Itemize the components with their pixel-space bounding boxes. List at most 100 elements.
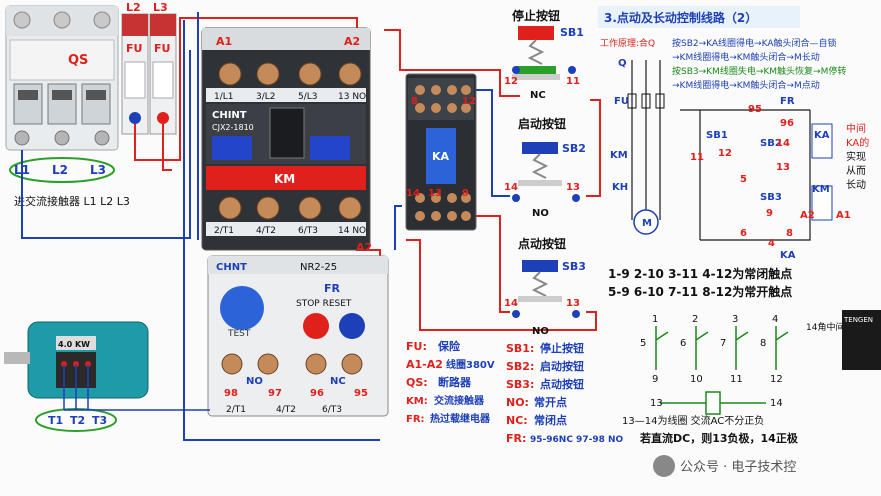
- schematic-14: 14: [776, 138, 790, 149]
- stop-button-sb1[interactable]: 停止按钮 SB1 12 11 NC: [504, 8, 584, 101]
- start-button-name: SB2: [562, 142, 586, 155]
- overload-test: TEST: [227, 329, 251, 339]
- overload-contact-95: 95: [354, 388, 368, 399]
- overload-name: FR: [324, 282, 341, 295]
- relay-pin-8: 8: [411, 96, 418, 107]
- schematic-note-3: 从而: [846, 165, 866, 177]
- contactor-top-2: 3/L2: [256, 92, 276, 102]
- footer-text: 公众号 · 电子技术控: [680, 460, 796, 475]
- legend2-val-5: 95-96NC 97-98 NO: [530, 435, 624, 445]
- jog-button-right: 13: [566, 298, 580, 309]
- relay-top-4: 4: [772, 314, 778, 325]
- fuse-holders: L2 L3 FU FU: [121, 1, 177, 135]
- stop-button-state: NC: [530, 90, 546, 101]
- schematic-a2: A2: [800, 210, 815, 221]
- overload-contact-98: 98: [224, 388, 238, 399]
- legend-key-2: QS:: [406, 376, 428, 389]
- schematic-line-2: 按SB3→KM线圈失电→KM触头恢复→M停转: [672, 65, 846, 77]
- schematic-line-3: →KM线圈得电→KM触头闭合→M点动: [672, 79, 820, 91]
- schematic-a1: A1: [836, 210, 851, 221]
- legend2-key-3: NO:: [506, 396, 529, 409]
- schematic-ka-contact: KA: [780, 250, 796, 261]
- relay-ka-label: KA: [432, 150, 450, 163]
- relay-mid-7: 7: [720, 338, 726, 349]
- contactor-coil-a2-bottom: A2: [356, 241, 372, 254]
- schematic-principle: 工作原理:合Q: [600, 37, 655, 49]
- schematic-ka-coil: KA: [814, 130, 830, 141]
- relay-mid-5: 5: [640, 338, 646, 349]
- jog-button-name: SB3: [562, 260, 586, 273]
- legend-val-0: 保险: [437, 339, 461, 353]
- motor-wires: [63, 364, 210, 411]
- stop-button-name: SB1: [560, 26, 584, 39]
- stop-button-left: 12: [504, 76, 518, 87]
- contactor-bottom-3: 6/T3: [298, 226, 318, 236]
- contactor-top-3: 5/L3: [298, 92, 318, 102]
- relay-top-3: 3: [732, 314, 738, 325]
- schematic-sb3: SB3: [760, 192, 782, 203]
- breaker-terminal-l2: L2: [52, 163, 68, 177]
- legend-key-1: A1-A2: [406, 358, 443, 371]
- schematic-kh: KH: [612, 182, 628, 193]
- schematic-line-0: 按SB2→KA线圈得电→KA触头闭合—自锁: [672, 37, 837, 49]
- contactor-bottom-2: 4/T2: [256, 226, 276, 236]
- legend2-val-4: 常闭点: [534, 413, 567, 427]
- schematic-km-coil: KM: [812, 184, 830, 195]
- schematic-note-4: 长动: [846, 179, 866, 191]
- circuit-breaker-qs: QS: [5, 5, 119, 151]
- schematic-12: 12: [718, 148, 732, 159]
- contactor-coil-a1: A1: [216, 35, 232, 48]
- legend-key-4: FR:: [406, 414, 425, 425]
- relay-top-2: 2: [692, 314, 698, 325]
- jog-button-sb3[interactable]: 点动按钮 SB3 14 13 NO: [504, 236, 586, 337]
- schematic-note-2: 实现: [846, 150, 866, 163]
- motor-terminal-t3: T3: [92, 414, 107, 427]
- fuse-top-l3: L3: [153, 1, 168, 14]
- legend-key-3: KM:: [406, 396, 428, 407]
- legend-left: FU: 保险 A1-A2 线圈380V QS: 断路器 KM: 交流接触器 FR…: [406, 339, 495, 425]
- phase-highlight-ellipse: [9, 157, 115, 183]
- relay-bottom-9: 9: [652, 374, 658, 385]
- fuse-label-2: FU: [154, 42, 170, 55]
- overload-stop-reset: STOP RESET: [296, 299, 352, 309]
- control-wires: [394, 69, 601, 331]
- motor-m: 4.0 KW: [4, 321, 149, 399]
- schematic-13: 13: [776, 162, 790, 173]
- legend-val-3: 交流接触器: [434, 394, 485, 407]
- relay-coil-note: 13—14为线圈 交流AC不分正负: [622, 414, 764, 427]
- relay-coil-14: 14: [770, 398, 783, 409]
- legend2-val-1: 启动按钮: [540, 359, 584, 373]
- relay-dc-note: 若直流DC，则13负极，14正极: [640, 431, 799, 445]
- breaker-terminal-l3: L3: [90, 163, 106, 177]
- stop-button-title: 停止按钮: [512, 8, 560, 23]
- schematic-note-0: 中间: [846, 122, 866, 135]
- start-button-sb2[interactable]: 启动按钮 SB2 14 13 NO: [504, 116, 586, 219]
- relay-top-1: 1: [652, 314, 658, 325]
- overload-contact-96: 96: [310, 388, 324, 399]
- legend2-key-2: SB3:: [506, 378, 534, 391]
- legend2-key-4: NC:: [506, 414, 528, 427]
- schematic-5: 5: [740, 174, 747, 185]
- relay-pin-12: 12: [462, 96, 476, 107]
- overload-model: NR2-25: [300, 262, 337, 273]
- overload-relay-fr: CHNT NR2-25 TEST FR STOP RESET NO NC 98 …: [207, 255, 389, 417]
- contactor-top-1: 1/L1: [214, 92, 234, 102]
- relay-coil-13: 13: [650, 398, 663, 409]
- relay-bottom-12: 12: [770, 374, 783, 385]
- wechat-icon: [653, 455, 675, 477]
- relay-open-desc: 5-9 6-10 7-11 8-12为常开触点: [608, 284, 792, 299]
- schematic-line-1: →KM线圈得电→KM触头闭合→M长动: [672, 51, 820, 63]
- schematic-km: KM: [610, 150, 628, 161]
- jog-button-left: 14: [504, 298, 518, 309]
- schematic-panel: 3.点动及长动控制线路（2） 工作原理:合Q 按SB2→KA线圈得电→KA触头闭…: [598, 6, 869, 261]
- relay-closed-desc: 1-9 2-10 3-11 4-12为常闭触点: [608, 266, 792, 281]
- contactor-km: A1 A2 1/L1 3/L2 5/L3 13 NO CHINT CJX2-18…: [201, 27, 372, 254]
- schematic-fu: FU: [614, 96, 629, 107]
- overload-contact-97: 97: [268, 388, 282, 399]
- jog-button-title: 点动按钮: [518, 236, 566, 251]
- start-button-left: 14: [504, 182, 518, 193]
- legend2-val-0: 停止按钮: [540, 341, 584, 355]
- relay-pin-13: 13: [428, 188, 442, 199]
- overload-terminal-1: 2/T1: [226, 405, 246, 415]
